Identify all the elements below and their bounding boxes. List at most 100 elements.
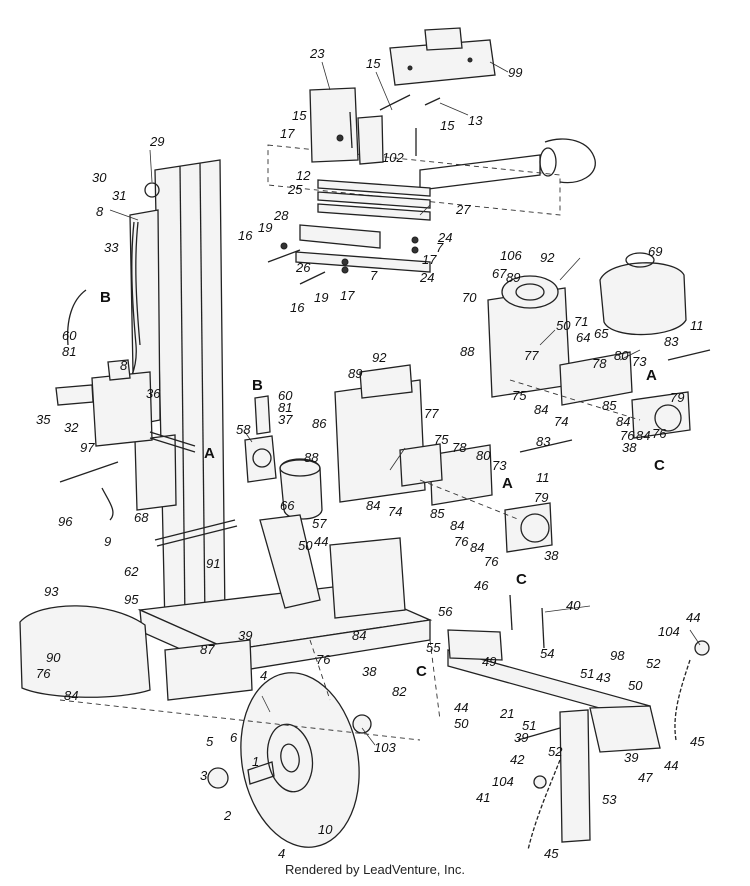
callout-label: 84 (534, 402, 548, 417)
connection-marker-b: B (100, 289, 111, 306)
callout-label: 71 (574, 314, 588, 329)
callout-label: 37 (278, 412, 293, 427)
callout-label: 85 (602, 398, 617, 413)
engine-center (334, 364, 573, 553)
upright-block-23 (309, 87, 384, 165)
callout-label: 32 (64, 420, 79, 435)
callout-label: 54 (540, 646, 554, 661)
callout-label: 102 (382, 150, 404, 165)
callout-label: 80 (476, 448, 491, 463)
pump-mount-58 (244, 395, 277, 483)
callout-label: 27 (455, 202, 471, 217)
dashed-assembly-lines (59, 639, 441, 741)
callout-label: 73 (632, 354, 647, 369)
callout-label: 42 (510, 752, 525, 767)
callout-label: 7 (436, 240, 444, 255)
callout-label: 33 (104, 240, 119, 255)
callout-label: 104 (658, 624, 680, 639)
callout-label: 86 (312, 416, 327, 431)
callout-label: 85 (430, 506, 445, 521)
callout-label: 84 (616, 414, 630, 429)
wedge-plates-25-27 (295, 179, 431, 273)
callout-label: 31 (112, 188, 126, 203)
callout-label: 24 (437, 230, 452, 245)
callout-label: 68 (134, 510, 149, 525)
callout-label: 95 (124, 592, 139, 607)
callout-label: 70 (462, 290, 477, 305)
callout-label: 78 (452, 440, 467, 455)
callout-label: 67 (492, 266, 507, 281)
callout-label: 81 (278, 400, 292, 415)
callout-label: 57 (312, 516, 327, 531)
safety-chains-45 (527, 640, 710, 851)
callout-label: 44 (314, 534, 328, 549)
callout-label: 62 (124, 564, 139, 579)
callout-label: 83 (664, 334, 679, 349)
callout-label: 76 (454, 534, 469, 549)
callout-label: 44 (664, 758, 678, 773)
callout-label: 84 (450, 518, 464, 533)
callout-label: 26 (295, 260, 311, 275)
callout-label: 84 (352, 628, 366, 643)
callout-label: 58 (236, 422, 251, 437)
connection-marker-c: C (416, 663, 427, 680)
callout-label: 79 (670, 390, 684, 405)
callout-label: 103 (374, 740, 396, 755)
callout-label: 12 (296, 168, 311, 183)
callout-label: 98 (610, 648, 625, 663)
engine-upper (487, 252, 711, 439)
callout-label: 41 (476, 790, 490, 805)
callout-label: 47 (638, 770, 653, 785)
callout-label: 10 (318, 822, 333, 837)
callout-label: 7 (370, 268, 378, 283)
callout-label: 50 (298, 538, 313, 553)
callout-label: 88 (460, 344, 475, 359)
callout-label: 106 (500, 248, 522, 263)
callout-label: 38 (622, 440, 637, 455)
callout-label: 51 (522, 718, 536, 733)
callout-label: 51 (580, 666, 594, 681)
callout-label: 81 (62, 344, 76, 359)
callout-label: 11 (690, 318, 704, 333)
callout-label: 15 (366, 56, 381, 71)
callout-label: 15 (292, 108, 307, 123)
callout-label: 16 (290, 300, 305, 315)
callout-label: 76 (620, 428, 635, 443)
callout-label: 25 (287, 182, 303, 197)
callout-label: 93 (44, 584, 59, 599)
callout-label: 65 (594, 326, 609, 341)
wheel-4 (207, 672, 372, 848)
callout-label: 19 (314, 290, 328, 305)
callout-label: 15 (440, 118, 455, 133)
rod-68 (154, 519, 238, 547)
callout-label: 73 (492, 458, 507, 473)
callout-label: 19 (258, 220, 272, 235)
callout-label: 17 (280, 126, 295, 141)
engine-dashed-links (419, 379, 641, 521)
callout-label: 11 (536, 470, 550, 485)
callout-label: 40 (566, 598, 581, 613)
callout-label: 56 (438, 604, 453, 619)
callout-label: 13 (468, 113, 483, 128)
callout-label: 75 (512, 388, 527, 403)
callout-label: 39 (514, 730, 528, 745)
callout-label: 4 (278, 846, 285, 861)
callout-label: 55 (426, 640, 441, 655)
callout-label: 89 (348, 366, 362, 381)
callout-label: 60 (278, 388, 293, 403)
callout-label: 17 (340, 288, 355, 303)
callout-label: 49 (482, 654, 496, 669)
callout-label: 64 (576, 330, 590, 345)
callout-label: 39 (238, 628, 252, 643)
callout-label: 24 (419, 270, 434, 285)
callout-label: 74 (554, 414, 568, 429)
callout-label: 2 (223, 808, 232, 823)
callout-label: 17 (422, 252, 437, 267)
callout-label: 44 (686, 610, 700, 625)
callout-label: 36 (146, 386, 161, 401)
callout-label: 76 (484, 554, 499, 569)
callout-label: 96 (58, 514, 73, 529)
callout-label: 83 (536, 434, 551, 449)
connection-marker-a: A (502, 475, 513, 492)
